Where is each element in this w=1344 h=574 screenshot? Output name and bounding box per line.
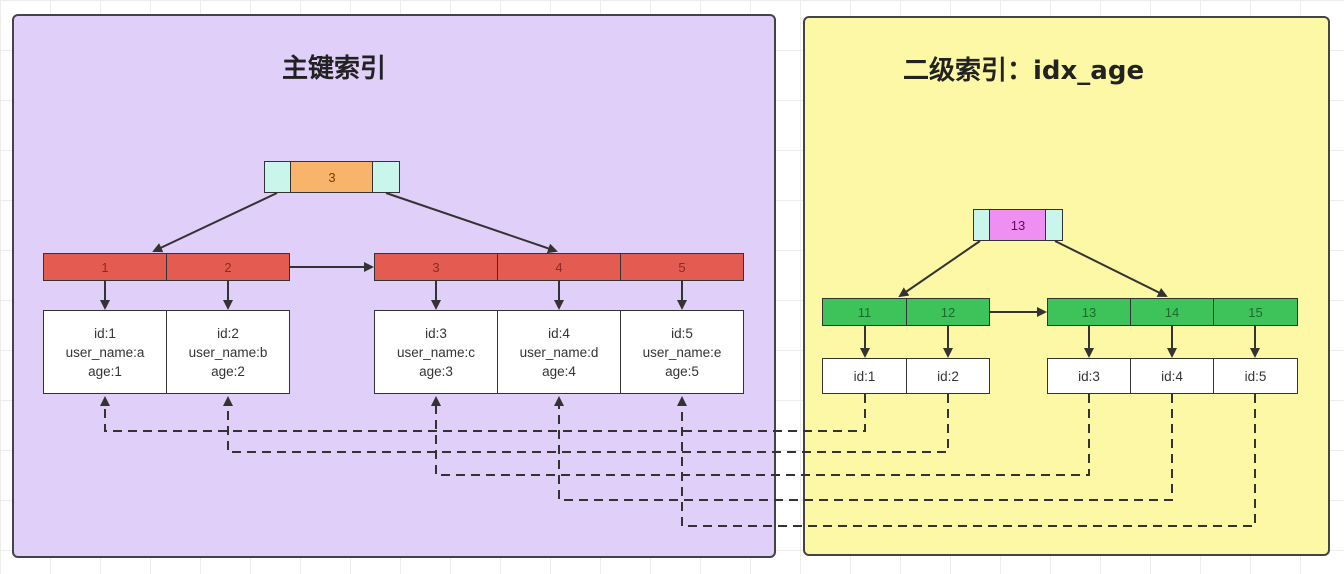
secondary-leaf-key: 15: [1213, 298, 1298, 326]
primary-leaf-key: 1: [43, 253, 167, 281]
row-user-name: user_name:d: [519, 344, 599, 360]
row-id: id:2: [217, 325, 239, 341]
row-user-name: user_name:a: [65, 344, 145, 360]
secondary-leaf-key: 14: [1130, 298, 1214, 326]
row-age: age:3: [419, 363, 453, 379]
primary-row-data: id:1 user_name:a age:1: [43, 310, 167, 394]
lookup-link-id4: [554, 394, 1173, 501]
primary-row-data: id:2 user_name:b age:2: [166, 310, 290, 394]
secondary-row-id: id:2: [906, 358, 990, 394]
row-id: id:1: [94, 325, 116, 341]
primary-index-panel: [12, 14, 776, 558]
secondary-leaf-key: 11: [822, 298, 907, 326]
primary-root-right-pointer: [372, 161, 400, 193]
primary-row-data: id:5 user_name:e age:5: [620, 310, 744, 394]
row-age: age:2: [211, 363, 245, 379]
row-id: id:5: [671, 325, 693, 341]
row-age: age:1: [88, 363, 122, 379]
secondary-row-id: id:1: [822, 358, 907, 394]
secondary-root-key: 13: [989, 209, 1047, 241]
row-age: age:4: [542, 363, 576, 379]
secondary-index-title: 二级索引：idx_age: [903, 56, 1145, 86]
secondary-row-id: id:3: [1047, 358, 1131, 394]
primary-root-to-right-leaf-arrow: [385, 192, 558, 254]
secondary-root-to-right-leaf-arrow: [1054, 240, 1168, 297]
secondary-index-panel: [803, 16, 1330, 556]
secondary-root-right-pointer: [1045, 209, 1063, 241]
row-age: age:5: [665, 363, 699, 379]
primary-root-to-left-leaf-arrow: [152, 192, 278, 253]
secondary-root-to-left-leaf-arrow: [898, 240, 981, 298]
secondary-leaf-key: 12: [906, 298, 990, 326]
row-user-name: user_name:e: [642, 344, 722, 360]
primary-leaf-key: 2: [166, 253, 290, 281]
row-user-name: user_name:c: [396, 344, 476, 360]
lookup-link-id3: [431, 394, 1090, 476]
primary-leaf-key: 4: [497, 253, 621, 281]
lookup-link-id5: [677, 394, 1256, 527]
row-id: id:3: [425, 325, 447, 341]
secondary-row-id: id:5: [1213, 358, 1298, 394]
primary-index-title: 主键索引: [282, 54, 387, 84]
row-id: id:4: [548, 325, 570, 341]
lookup-link-id2: [223, 394, 949, 453]
row-user-name: user_name:b: [188, 344, 268, 360]
primary-leaf-key: 3: [374, 253, 498, 281]
primary-row-data: id:4 user_name:d age:4: [497, 310, 621, 394]
primary-row-data: id:3 user_name:c age:3: [374, 310, 498, 394]
primary-leaf-key: 5: [620, 253, 744, 281]
primary-root-key: 3: [290, 161, 374, 193]
secondary-leaf-key: 13: [1047, 298, 1131, 326]
lookup-link-id1: [100, 394, 866, 432]
